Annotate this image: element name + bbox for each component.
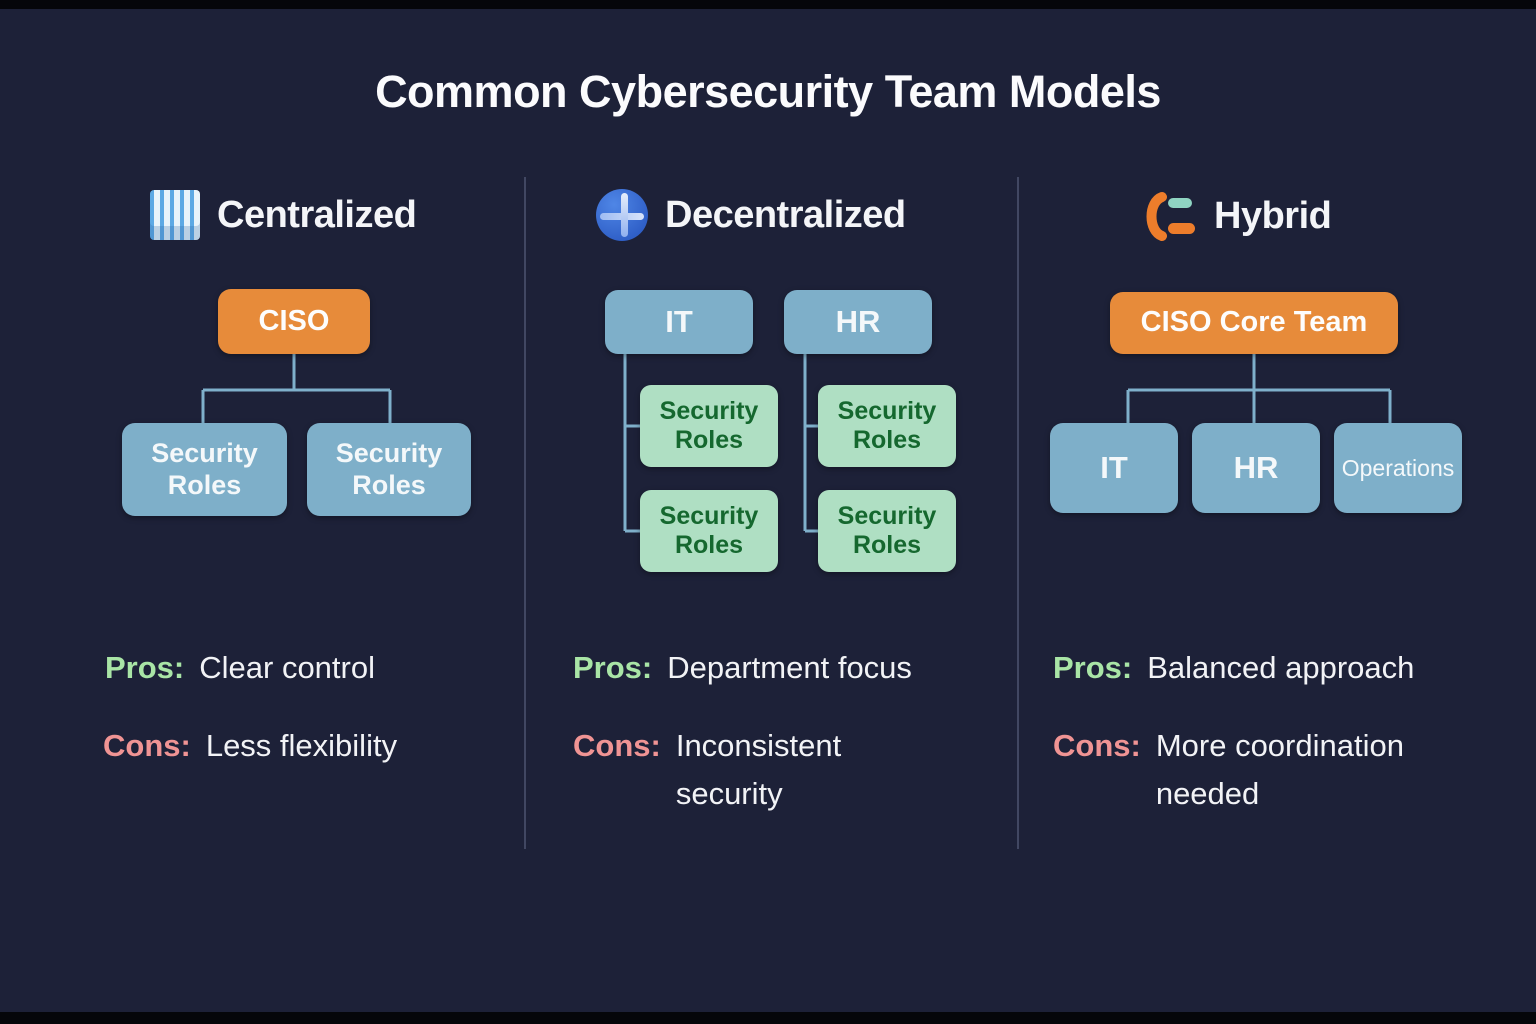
org-box-hr: HR [1192, 423, 1320, 513]
cons-label: Cons: [573, 728, 661, 763]
org-box-security-roles: Security Roles [640, 490, 778, 572]
pros-text: Balanced approach [1147, 650, 1415, 685]
org-box-security-roles: Security Roles [818, 490, 956, 572]
building-grid-icon [150, 190, 200, 240]
cons-text: More coordination needed [1155, 728, 1404, 812]
decentralized-pros: Pros: Department focus [573, 644, 912, 692]
pros-label: Pros: [1053, 650, 1133, 685]
org-box-it: IT [605, 290, 753, 354]
org-box-hr: HR [784, 290, 932, 354]
hybrid-pros: Pros: Balanced approach [1053, 644, 1414, 692]
pros-label: Pros: [573, 650, 653, 685]
column-header-centralized: Centralized [150, 190, 417, 240]
org-box-security-roles: Security Roles [307, 423, 471, 516]
column-divider [524, 177, 526, 849]
centralized-cons: Cons: Less flexibility [103, 722, 397, 770]
cons-text: Less flexibility [205, 728, 398, 763]
hybrid-cons: Cons: More coordination needed [1053, 722, 1501, 818]
top-border-bar [0, 0, 1536, 9]
org-box-ciso: CISO [218, 289, 370, 354]
org-box-security-roles: Security Roles [122, 423, 287, 516]
column-header-decentralized: Decentralized [596, 189, 906, 241]
pros-text: Clear control [199, 650, 375, 685]
org-box-ciso-core-team: CISO Core Team [1110, 292, 1398, 354]
globe-plus-icon [596, 189, 648, 241]
org-box-security-roles: Security Roles [640, 385, 778, 467]
column-label: Hybrid [1214, 194, 1332, 237]
column-label: Centralized [217, 193, 417, 236]
org-box-security-roles: Security Roles [818, 385, 956, 467]
page-title: Common Cybersecurity Team Models [375, 66, 1161, 117]
org-box-operations: Operations [1334, 423, 1462, 513]
cons-label: Cons: [103, 728, 191, 763]
column-divider [1017, 177, 1019, 849]
decentralized-cons: Cons: Inconsistent security [573, 722, 911, 818]
cons-label: Cons: [1053, 728, 1141, 763]
centralized-pros: Pros: Clear control [105, 644, 375, 692]
pros-text: Department focus [667, 650, 912, 685]
merge-shuffle-icon [1141, 190, 1197, 242]
bottom-border-bar [0, 1012, 1536, 1024]
pros-label: Pros: [105, 650, 185, 685]
org-box-it: IT [1050, 423, 1178, 513]
column-header-hybrid: Hybrid [1141, 190, 1332, 242]
cons-text: Inconsistent security [675, 728, 842, 812]
column-label: Decentralized [665, 193, 906, 236]
